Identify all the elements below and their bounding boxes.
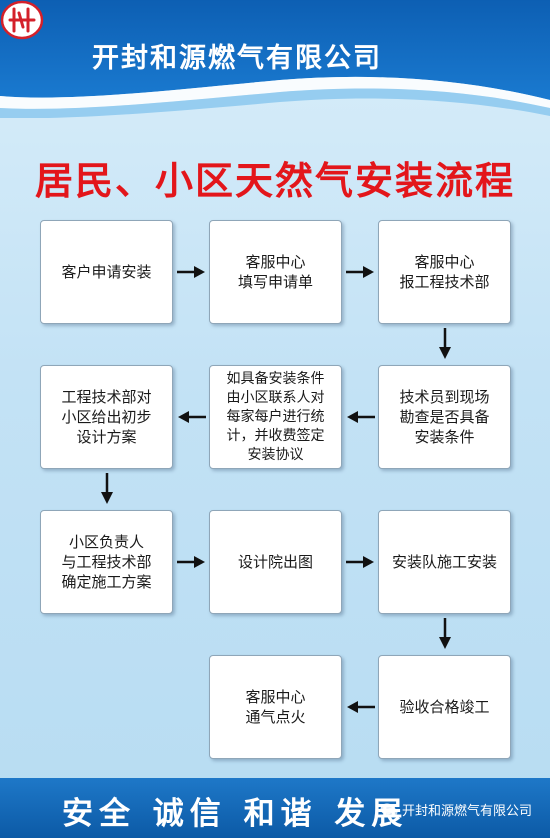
arrow-down-icon	[99, 472, 115, 506]
footer-slogan: 安全 诚信 和谐 发展	[62, 796, 409, 832]
step-engineering-preliminary-design: 工程技术部对 小区给出初步 设计方案	[40, 365, 173, 469]
step-installation-team: 安装队施工安装	[378, 510, 511, 614]
step-technician-survey: 技术员到现场 勘查是否具备 安装条件	[378, 365, 511, 469]
step-conditions-statistics-agreement: 如具备安装条件 由小区联系人对 每家每户进行统 计，并收费签定 安装协议	[209, 365, 342, 469]
header-wave-background	[0, 0, 550, 118]
arrow-left-icon	[346, 409, 376, 425]
page-title: 居民、小区天然气安装流程	[34, 158, 515, 203]
watermark-text: 开封和源燃气有限公司	[402, 804, 533, 819]
step-acceptance-completion: 验收合格竣工	[378, 655, 511, 759]
footer-banner: 安全 诚信 和谐 发展 开封和源燃气有限公司	[0, 778, 550, 838]
arrow-left-icon	[177, 409, 207, 425]
company-name: 开封和源燃气有限公司	[92, 43, 382, 74]
wechat-watermark: 开封和源燃气有限公司	[380, 800, 532, 819]
arrow-down-icon	[437, 327, 453, 361]
arrow-down-icon	[437, 617, 453, 651]
arrow-right-icon	[345, 264, 375, 280]
step-design-institute-drawing: 设计院出图	[209, 510, 342, 614]
step-service-report-engineering: 客服中心 报工程技术部	[378, 220, 511, 324]
wechat-icon	[380, 803, 398, 816]
arrow-right-icon	[176, 264, 206, 280]
arrow-right-icon	[176, 554, 206, 570]
company-logo	[0, 0, 44, 40]
step-service-fill-form: 客服中心 填写申请单	[209, 220, 342, 324]
step-gas-ignition: 客服中心 通气点火	[209, 655, 342, 759]
arrow-left-icon	[346, 699, 376, 715]
step-customer-apply: 客户申请安装	[40, 220, 173, 324]
step-confirm-construction-plan: 小区负责人 与工程技术部 确定施工方案	[40, 510, 173, 614]
arrow-right-icon	[345, 554, 375, 570]
header: 开封和源燃气有限公司	[0, 0, 550, 118]
